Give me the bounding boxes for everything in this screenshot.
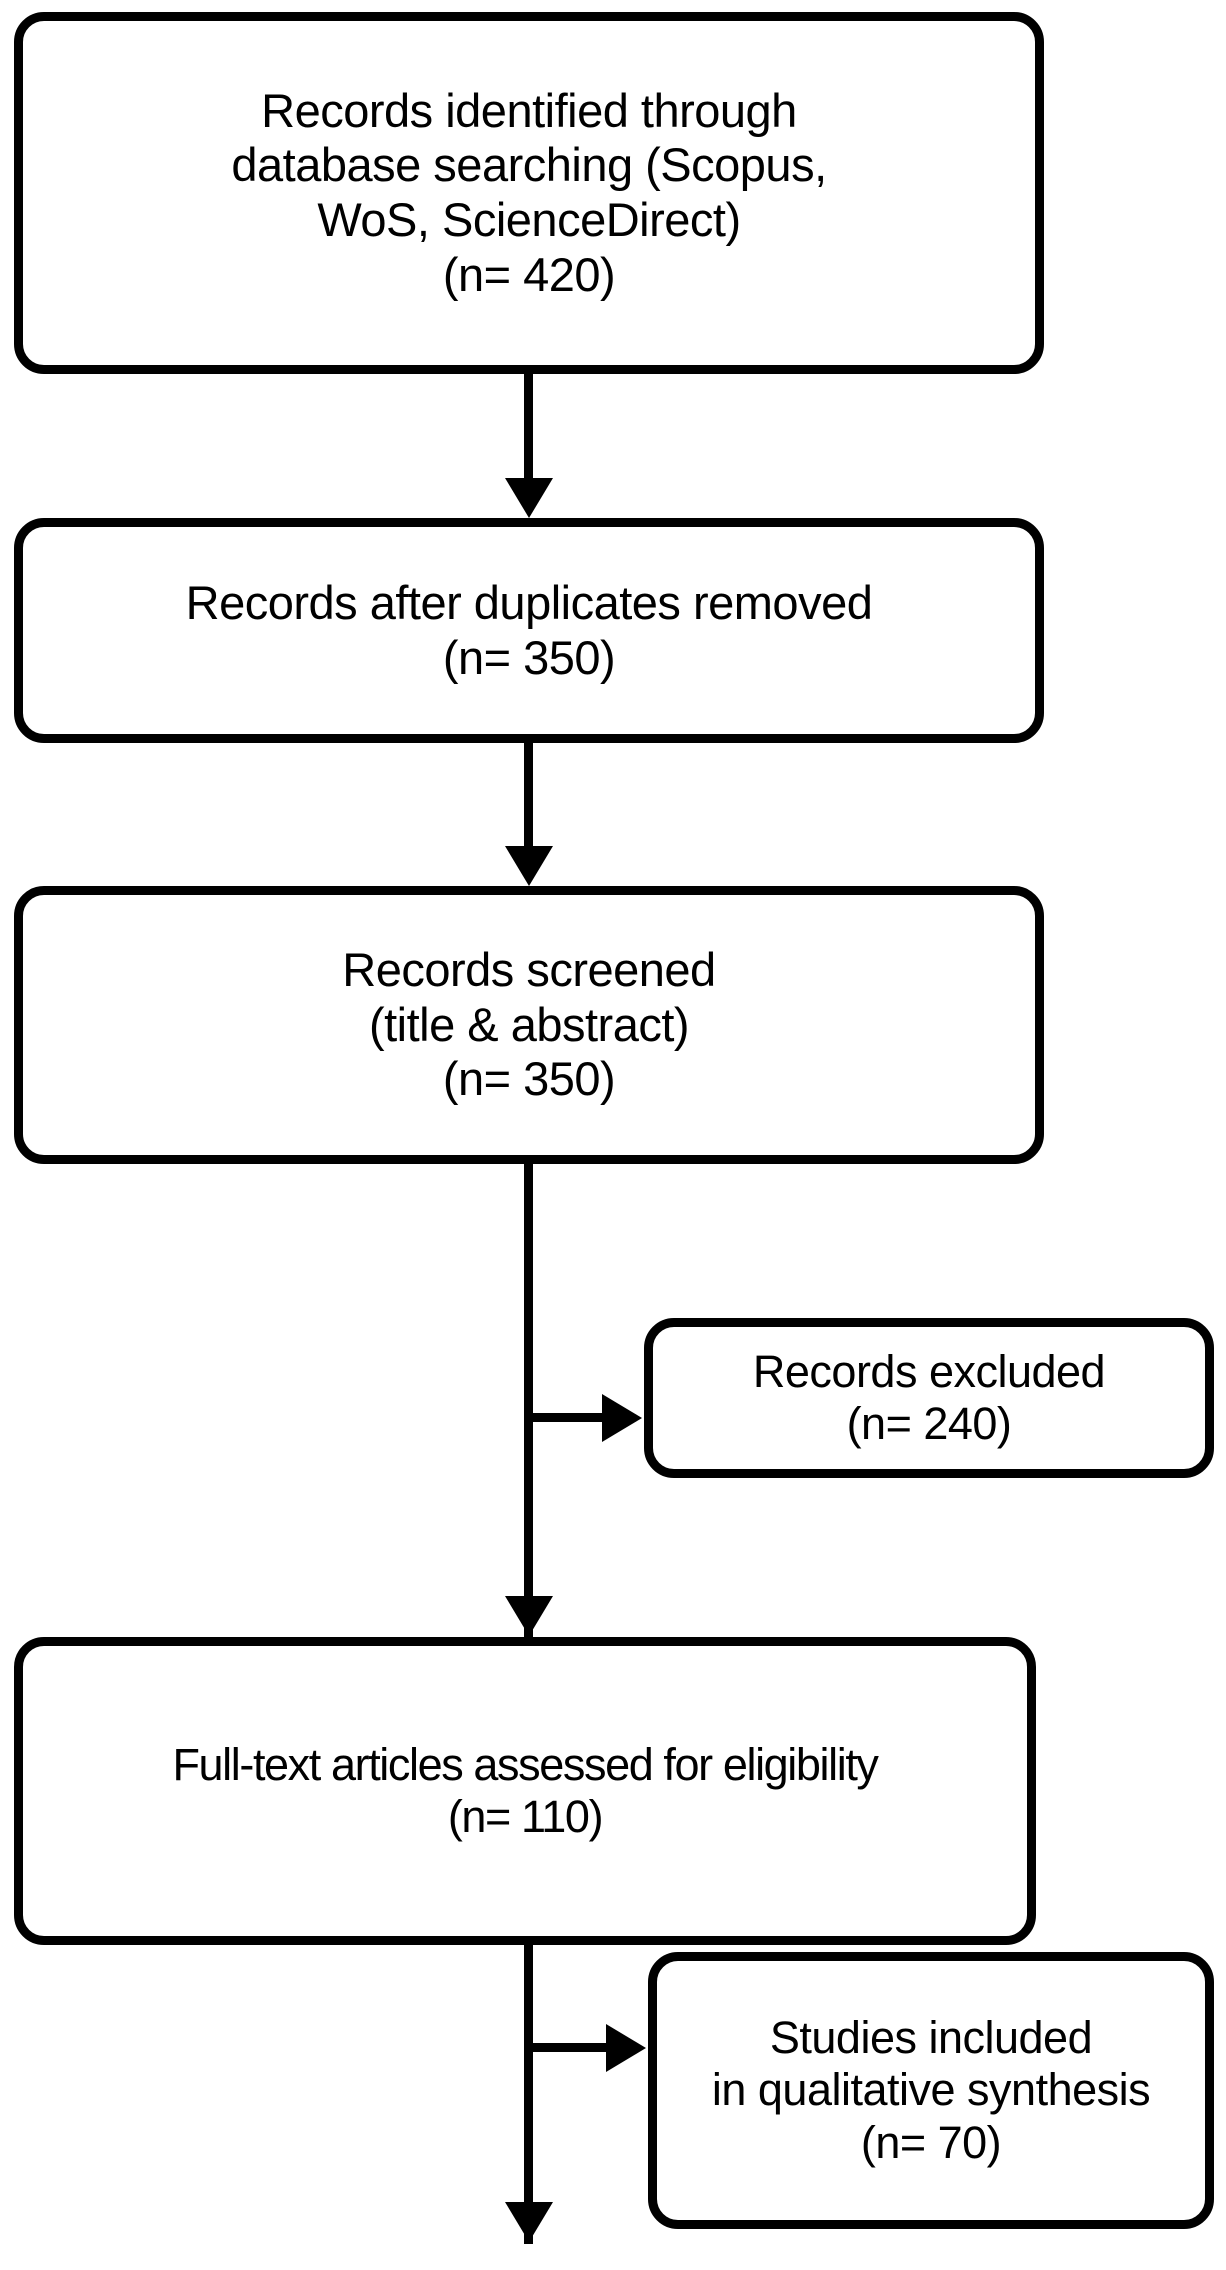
connector-identified-to-duplicates-arrowhead	[505, 478, 553, 518]
connector-screened-to-fulltext-line	[524, 1160, 533, 1638]
node-records-excluded-label: Records excluded (n= 240)	[752, 1345, 1106, 1449]
node-records-identified-label: Records identified through database sear…	[231, 83, 827, 301]
node-fulltext-articles-assessed-label: Full-text articles assessed for eligibil…	[172, 1738, 878, 1842]
connector-duplicates-to-screened-line	[524, 740, 533, 848]
node-records-after-duplicates-removed-label: Records after duplicates removed (n= 350…	[185, 575, 873, 684]
node-records-after-duplicates-removed: Records after duplicates removed (n= 350…	[14, 518, 1044, 743]
connector-identified-to-duplicates-line	[524, 372, 533, 482]
connector-screened-to-fulltext-arrowhead	[505, 1596, 553, 1636]
node-studies-included: Studies included in qualitative synthesi…	[648, 1952, 1214, 2229]
connector-screened-to-excluded-arrowhead	[602, 1394, 642, 1442]
connector-fulltext-to-included-line	[528, 2043, 614, 2052]
node-records-screened: Records screened (title & abstract) (n= …	[14, 886, 1044, 1164]
node-records-screened-label: Records screened (title & abstract) (n= …	[342, 943, 716, 1106]
connector-fulltext-to-bottom-arrowhead	[505, 2202, 553, 2242]
node-records-excluded: Records excluded (n= 240)	[644, 1318, 1214, 1478]
connector-screened-to-excluded-line	[528, 1413, 610, 1422]
node-fulltext-articles-assessed: Full-text articles assessed for eligibil…	[14, 1637, 1036, 1945]
node-records-identified: Records identified through database sear…	[14, 12, 1044, 374]
node-studies-included-label: Studies included in qualitative synthesi…	[711, 2012, 1151, 2168]
connector-fulltext-to-included-arrowhead	[606, 2024, 646, 2072]
connector-duplicates-to-screened-arrowhead	[505, 846, 553, 886]
connector-fulltext-to-bottom-line	[524, 1942, 533, 2244]
